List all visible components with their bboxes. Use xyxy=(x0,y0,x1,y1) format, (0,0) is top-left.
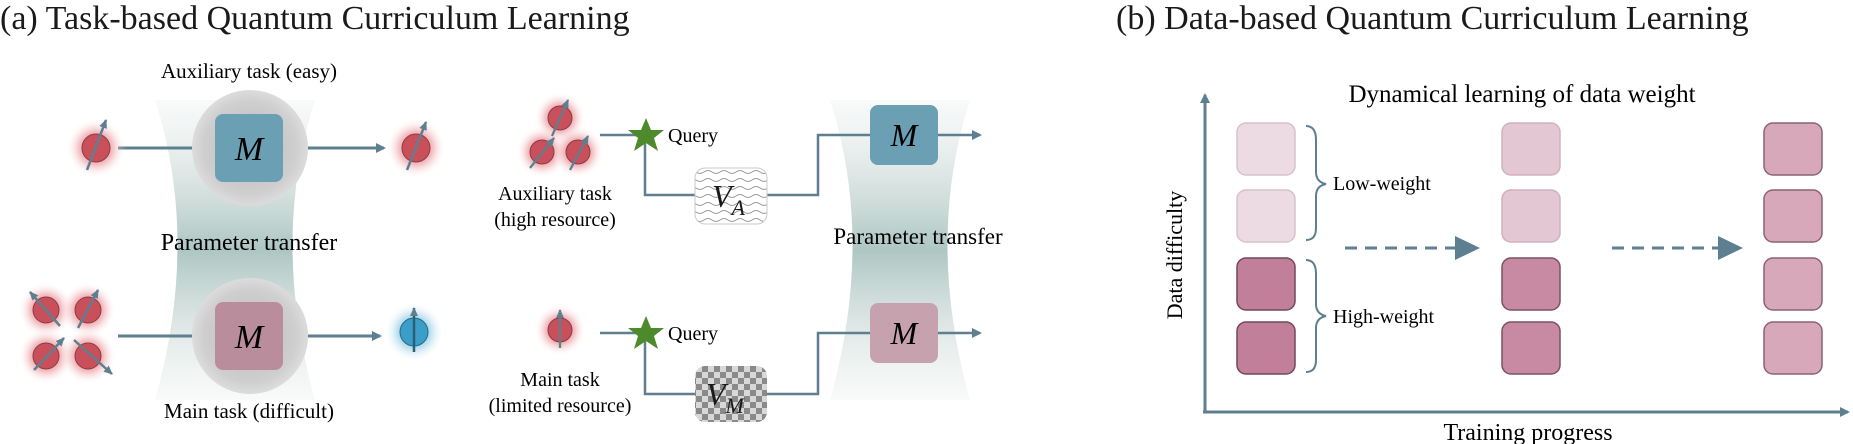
unitary-vm-label: VM xyxy=(706,376,746,418)
measurement-symbol-top: M xyxy=(234,131,265,168)
data-box-c2-4 xyxy=(1501,321,1561,375)
panel-b-title: (b) Data-based Quantum Curriculum Learni… xyxy=(1116,0,1749,37)
circuit-aux-task-line1: Auxiliary task xyxy=(498,183,612,205)
main-task-label: Main task (difficult) xyxy=(164,399,334,423)
unitary-va-label: VA xyxy=(712,178,746,220)
parameter-transfer-left: Parameter transfer xyxy=(161,230,338,256)
data-box-c2-1 xyxy=(1501,122,1561,176)
qubit-output-bottom xyxy=(384,302,444,362)
svg-text:M: M xyxy=(890,117,920,153)
data-box-c3-3 xyxy=(1763,257,1823,311)
panel-b-subtitle: Dynamical learning of data weight xyxy=(1348,81,1695,108)
high-weight-brace xyxy=(1305,259,1327,373)
x-axis-label: Training progress xyxy=(1443,420,1612,444)
circuit-main-task-line1: Main task xyxy=(520,369,599,391)
data-box-c1-1 xyxy=(1236,122,1296,176)
high-weight-label: High-weight xyxy=(1333,306,1435,328)
data-box-c3-2 xyxy=(1763,189,1823,243)
aux-task-label: Auxiliary task (easy) xyxy=(161,59,337,83)
data-box-c1-2 xyxy=(1236,189,1296,243)
svg-text:M: M xyxy=(890,315,920,351)
measurement-symbol-bottom: M xyxy=(234,319,265,356)
measurement-box-top xyxy=(215,114,283,182)
unitary-va xyxy=(694,167,768,225)
data-box-c2-2 xyxy=(1501,189,1561,243)
low-weight-label: Low-weight xyxy=(1333,173,1431,195)
circuit-measurement-top xyxy=(870,105,938,165)
y-axis-label: Data difficulty xyxy=(1162,191,1187,320)
qubit-cluster-aux xyxy=(516,92,604,178)
query-star-top xyxy=(628,118,664,151)
qubit-output-top xyxy=(386,118,446,178)
unitary-vm xyxy=(695,366,767,422)
circuit-aux-task-line2: (high resource) xyxy=(494,209,616,231)
data-box-c3-1 xyxy=(1763,122,1823,176)
data-box-c2-3 xyxy=(1501,257,1561,311)
measurement-box-bottom xyxy=(215,302,283,370)
panel-a-title: (a) Task-based Quantum Curriculum Learni… xyxy=(0,0,630,37)
qubit-cluster-main xyxy=(18,282,116,384)
data-box-c1-3 xyxy=(1236,257,1296,311)
query-label-bottom: Query xyxy=(668,323,718,345)
query-label-top: Query xyxy=(668,125,718,147)
data-box-c3-4 xyxy=(1763,321,1823,375)
qubit-input-top xyxy=(66,118,126,178)
query-star-bottom xyxy=(628,316,664,349)
circuit-measurement-bottom xyxy=(870,303,938,363)
circuit-main-task-line2: (limited resource) xyxy=(489,395,632,417)
low-weight-brace xyxy=(1305,125,1327,241)
qubit-main-task xyxy=(534,304,586,356)
data-box-c1-4 xyxy=(1236,321,1296,375)
parameter-transfer-right: Parameter transfer xyxy=(833,224,1003,249)
